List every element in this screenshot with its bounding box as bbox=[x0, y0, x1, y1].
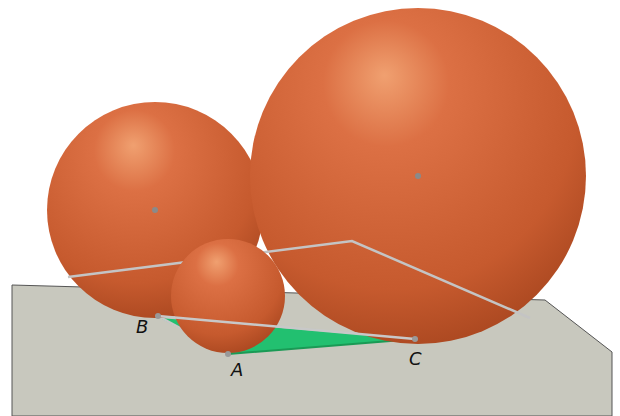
point-dot bbox=[225, 351, 231, 357]
point-label: B bbox=[136, 318, 148, 336]
large-sphere bbox=[250, 8, 586, 344]
center-dot bbox=[152, 207, 158, 213]
point-dot bbox=[155, 313, 161, 319]
small-sphere bbox=[171, 239, 285, 353]
grey-polyline bbox=[68, 241, 530, 318]
point-label: C bbox=[409, 350, 422, 368]
point-label: A bbox=[231, 361, 243, 379]
point-dot bbox=[412, 336, 418, 342]
segment-bc bbox=[158, 316, 415, 339]
center-dot bbox=[415, 173, 421, 179]
